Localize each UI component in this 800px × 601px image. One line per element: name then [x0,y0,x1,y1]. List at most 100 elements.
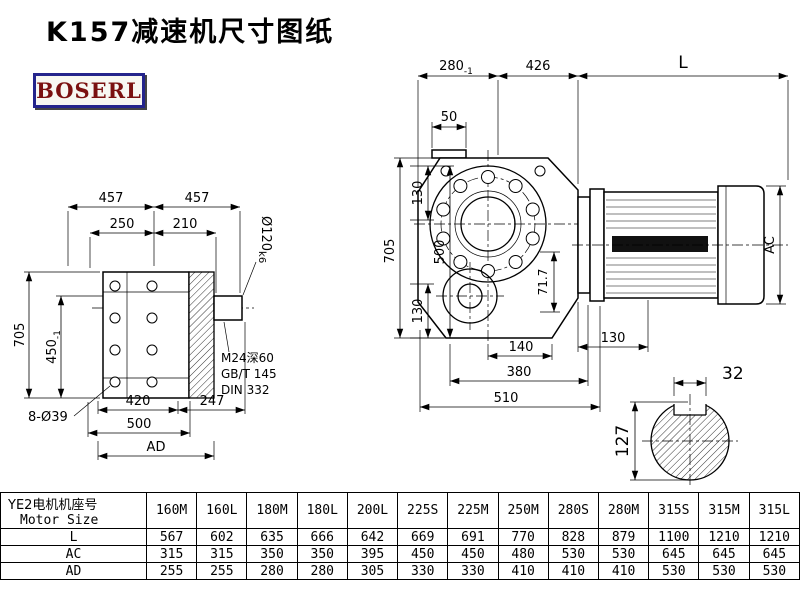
spec-value: 567 [145,528,198,546]
spec-value: 645 [648,545,700,563]
note-tap-m24: M24深60 [221,351,274,365]
dim-380: 380 [507,365,532,380]
flange-circle [429,165,547,283]
corner-label-cn: YE2电机机座号 [8,497,98,513]
corner-hole [440,165,452,177]
spec-value: 330 [447,562,499,580]
spec-value: 315 [145,545,198,563]
dim-250: 250 [110,217,135,232]
spec-value: 530 [748,562,800,580]
spec-value: 280 [296,562,348,580]
spec-value: 645 [748,545,800,563]
flange-bolt-hole [453,255,468,269]
spec-value: 691 [447,528,499,546]
spec-value: 450 [447,545,499,563]
dim-32: 32 [722,364,744,384]
dim-280: 280-1 [439,59,473,77]
note-holes-8x39: 8-Ø39 [28,410,68,425]
dim-130-right: 130 [601,331,626,346]
flange-bolt-hole [525,231,540,246]
dim-705-side: 705 [13,323,28,348]
bolt-hole [109,312,121,324]
side-view [92,271,254,399]
front-view [414,149,788,342]
spec-value: 530 [547,545,599,563]
bolt-hole [146,312,158,324]
dim-shaft-diameter: Ø120k6 [256,216,273,263]
motor-size-column: 315S [648,492,700,529]
boserl-logo: BOSERL [33,73,145,108]
dim-L: L [678,53,688,73]
motor-size-column: 225M [447,492,499,529]
table-corner-cell: YE2电机机座号 Motor Size [0,492,147,529]
spec-value: 770 [497,528,549,546]
motor-size-column: 225S [397,492,449,529]
flange-bolt-hole [525,202,540,217]
motor-size-column: 160M [145,492,198,529]
page-title: K157减速机尺寸图纸 [46,17,335,48]
dim-210: 210 [173,217,198,232]
motor-size-column: 160L [196,492,248,529]
spec-value: 666 [296,528,348,546]
spec-value: 1210 [748,528,800,546]
spec-row-label: AD [0,562,147,580]
spec-value: 410 [547,562,599,580]
spec-value: 410 [597,562,650,580]
dim-510: 510 [494,391,519,406]
spec-value: 255 [196,562,248,580]
bolt-hole [146,376,158,388]
dim-426: 426 [526,59,551,74]
motor-size-column: 250M [497,492,549,529]
spec-value: 350 [296,545,348,563]
motor-size-column: 200L [346,492,399,529]
spec-value: 1100 [648,528,700,546]
bolt-hole [146,280,158,292]
dim-130-bottom: 130 [411,299,426,324]
flange-bolt-hole [436,202,451,217]
corner-hole [534,165,546,177]
corner-label-en: Motor Size [20,512,99,528]
spec-value: 635 [246,528,298,546]
spec-value: 330 [397,562,449,580]
dim-450: 450-1 [45,330,63,364]
spec-value: 530 [597,545,650,563]
dim-457-left: 457 [99,191,124,206]
housing-top-lug [431,149,467,159]
dim-500-side: 500 [127,417,152,432]
front-view-dimensions: 280-1 426 L 50 705 130 130 500 71.7 130 … [383,53,789,412]
spec-value: 1210 [698,528,750,546]
motor-slot [612,236,708,252]
spec-value: 305 [346,562,399,580]
spec-value: 530 [698,562,750,580]
dim-130-top: 130 [411,181,426,206]
side-view-dimensions: 457 457 250 210 705 450-1 Ø120k6 M24深60 … [13,191,277,460]
spec-value: 645 [698,545,750,563]
spec-value: 395 [346,545,399,563]
motor-size-column: 315L [748,492,800,529]
motor-size-column: 180M [246,492,298,529]
spec-value: 280 [246,562,298,580]
dim-140: 140 [509,340,534,355]
flange-bolt-hole [453,179,468,193]
spec-value: 602 [196,528,248,546]
input-bore [460,196,516,252]
spec-value: 315 [196,545,248,563]
shaft-section: 32 127 [613,364,744,488]
spec-value: 350 [246,545,298,563]
motor-size-column: 180L [296,492,348,529]
dim-AD: AD [147,440,166,455]
bolt-hole [109,344,121,356]
dim-AC: AC [763,236,778,254]
side-housing [102,271,190,399]
spec-value: 530 [648,562,700,580]
note-gbt-145: GB/T 145 [221,367,277,381]
dim-420: 420 [126,394,151,409]
spec-row-label: L [0,528,147,546]
spec-value: 410 [497,562,549,580]
spec-value: 450 [397,545,449,563]
